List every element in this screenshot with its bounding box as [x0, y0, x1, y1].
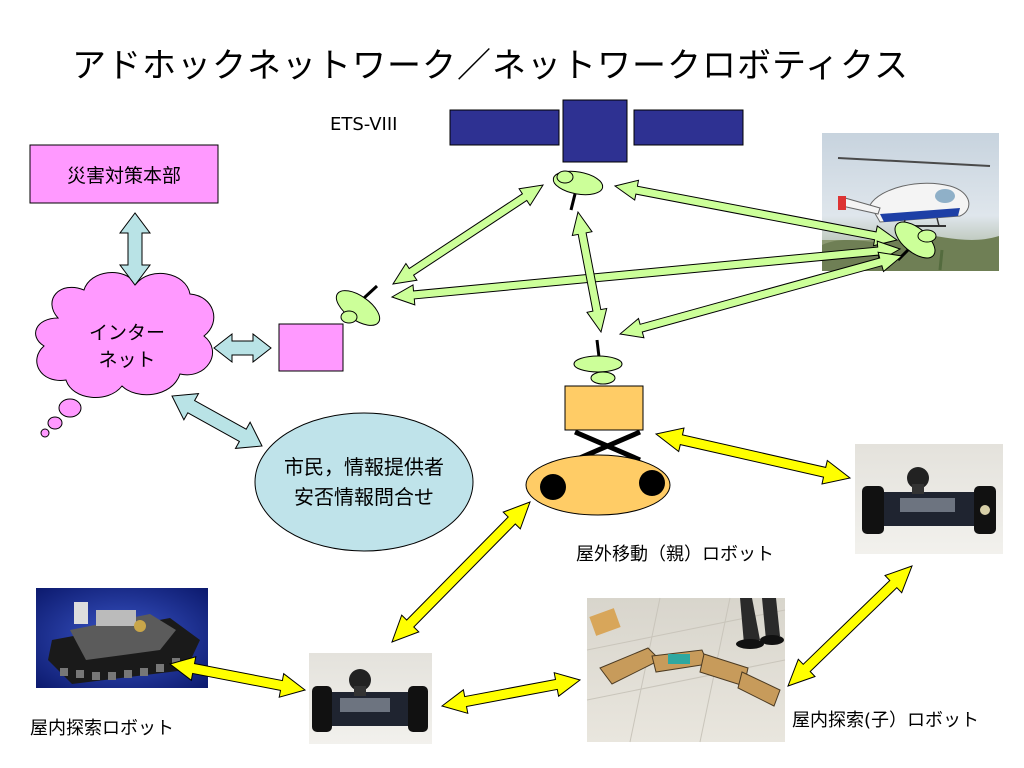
solar-panel-right	[633, 109, 744, 146]
helicopter-antenna	[894, 221, 937, 262]
parent-robot-upper-body	[564, 385, 644, 431]
child-robot-photo-right	[855, 444, 1003, 554]
arrow-satellite-gateway	[391, 184, 545, 285]
hq-box	[29, 144, 219, 204]
citizen-label-line2: 安否情報問合せ	[294, 485, 434, 509]
satellite-ets-viii	[449, 99, 744, 211]
arrow-parent-helicopter	[618, 251, 904, 339]
parent-robot-base	[525, 454, 671, 516]
arrow-satellite-parent	[571, 210, 608, 334]
parent-robot-antenna-base	[590, 371, 616, 385]
internet-label-line2: ネット	[98, 349, 156, 371]
arrow-parent-child-bottom	[391, 501, 531, 643]
indoor-robot-label: 屋内探索ロボット	[30, 718, 174, 739]
citizen-ellipse	[254, 412, 474, 552]
satellite-antenna-mast	[569, 193, 577, 211]
arrow-gateway-helicopter	[390, 240, 902, 306]
arrow-indoor-child-bottom	[168, 656, 307, 698]
satellite-body	[562, 99, 628, 163]
arrow-hq-internet	[119, 212, 151, 286]
internet-label: インター ネット	[62, 318, 192, 376]
solar-panel-left	[449, 109, 560, 146]
arrow-internet-citizen	[171, 393, 263, 449]
parent-robot-wheel-right	[639, 470, 665, 496]
slide-title: アドホックネットワーク／ネットワークロボティクス	[72, 46, 909, 86]
snake-robot-photo	[586, 597, 786, 743]
gateway-box	[278, 323, 344, 372]
hq-label: 災害対策本部	[66, 164, 181, 187]
satellite-antenna-feed	[556, 170, 574, 184]
parent-robot	[525, 339, 671, 516]
arrow-parent-child-right	[654, 427, 852, 485]
gateway-antenna	[335, 284, 381, 326]
parent-robot-wheel-left	[540, 474, 566, 500]
child-robot-photo-bottom	[309, 653, 432, 744]
arrow-child-bottom-snake	[440, 671, 582, 715]
arrow-child-right-snake	[787, 565, 913, 687]
citizen-label-line1: 市民，情報提供者	[284, 455, 444, 479]
satellite-label: ETS-VIII	[330, 114, 398, 135]
arrow-internet-gateway	[213, 332, 272, 364]
parent-robot-label: 屋外移動（親）ロボット	[576, 544, 774, 565]
arrow-satellite-helicopter	[613, 179, 899, 247]
internet-label-line1: インター	[88, 322, 165, 344]
citizen-label: 市民，情報提供者 安否情報問合せ	[258, 448, 470, 516]
child-robot-label: 屋内探索(子）ロボット	[792, 710, 980, 731]
parent-robot-antenna-dish	[573, 355, 623, 373]
internet-cloud	[35, 272, 215, 438]
arrow-layer	[119, 179, 913, 715]
